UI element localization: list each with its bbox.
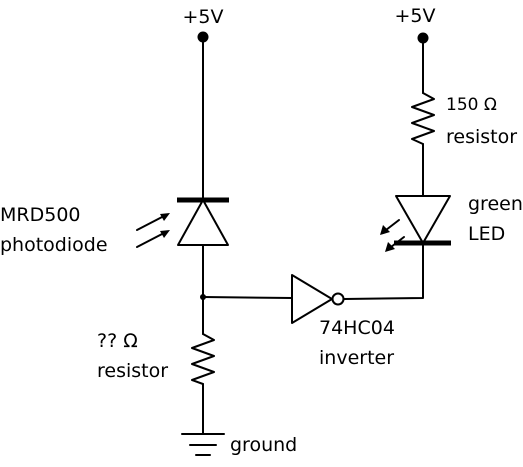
emit-arrow-2 [390,236,405,248]
bias-resistor-label-type: resistor [97,360,168,382]
left-supply-label: +5V [182,6,223,28]
emit-arrowhead-2 [385,242,395,252]
led-resistor-label-value: 150 Ω [446,95,497,115]
photodiode-triangle [177,199,229,246]
light-output-arrows [380,219,405,252]
photodiode-label-part: MRD500 [0,204,81,226]
led-triangle [395,195,451,244]
light-arrowhead-2 [160,230,170,238]
inverter-label-part: 74HC04 [319,317,395,339]
light-arrow-1 [136,215,165,231]
photodiode-symbol [177,197,229,246]
right-supply-label: +5V [394,5,435,27]
inverter-triangle [291,274,333,324]
bias-resistor-label-value: ?? Ω [97,330,138,352]
inverter-label-type: inverter [319,347,394,369]
inverter-bubble [331,292,345,306]
bias-resistor-symbol [191,333,215,385]
light-input-arrows [136,213,170,248]
light-arrowhead-1 [160,213,170,221]
photodiode-label-type: photodiode [0,234,108,256]
ground-symbol [181,433,225,456]
led-resistor-symbol [411,92,435,145]
led-resistor-label-type: resistor [446,126,517,148]
ground-label: ground [230,434,297,456]
led-symbol [394,195,451,246]
light-arrow-2 [136,232,165,248]
emit-arrow-1 [385,219,400,231]
emit-arrowhead-1 [380,225,390,235]
inverter-to-led-wire [343,242,424,300]
node-to-inverter-wire [202,296,293,299]
led-label-type: LED [468,223,505,245]
inverter-symbol [291,274,345,324]
led-label-color: green [468,193,523,215]
